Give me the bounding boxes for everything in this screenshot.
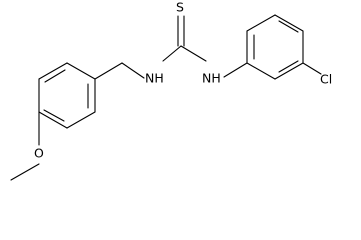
c-n-left-bond xyxy=(162,45,182,62)
nh-right-label: NH xyxy=(202,71,221,86)
benzyl-ring-bond-f xyxy=(66,62,96,80)
nh-left-label: NH xyxy=(145,71,164,86)
thiourea-core xyxy=(162,15,207,62)
chlorophenyl-ring-bond-e xyxy=(274,62,304,80)
chlorophenyl-group xyxy=(223,14,322,80)
sulfur-label: S xyxy=(176,0,184,15)
benzyl-ring-inner-3 xyxy=(44,69,66,83)
benzyl-ring-bond-e xyxy=(38,62,68,80)
benzyl-ring-bond-b xyxy=(66,111,96,129)
chlorine-label: Cl xyxy=(320,72,332,87)
oxygen-methyl-bond xyxy=(10,163,40,181)
methoxybenzyl-group xyxy=(10,62,145,181)
chlorophenyl-ring-bond-f xyxy=(246,62,276,80)
chlorophenyl-ring-inner-3 xyxy=(278,60,299,73)
benzyl-ring-inner-2 xyxy=(43,109,65,122)
oxygen-label: O xyxy=(34,146,44,161)
c-cl-bond xyxy=(302,62,322,75)
chlorophenyl-ring-bond-b xyxy=(246,14,276,32)
chlorophenyl-ring-inner-2 xyxy=(278,20,299,33)
benzyl-ring-bond-c xyxy=(38,111,68,129)
c-n-right-bond xyxy=(180,45,207,62)
n-ch2-bond xyxy=(121,62,145,79)
molecule-structure-diagram: S NH NH Cl O xyxy=(10,0,332,181)
ch2-ring-bond xyxy=(94,62,123,80)
n-ring-bond xyxy=(223,62,248,78)
chlorophenyl-ring-bond-c xyxy=(274,14,304,32)
